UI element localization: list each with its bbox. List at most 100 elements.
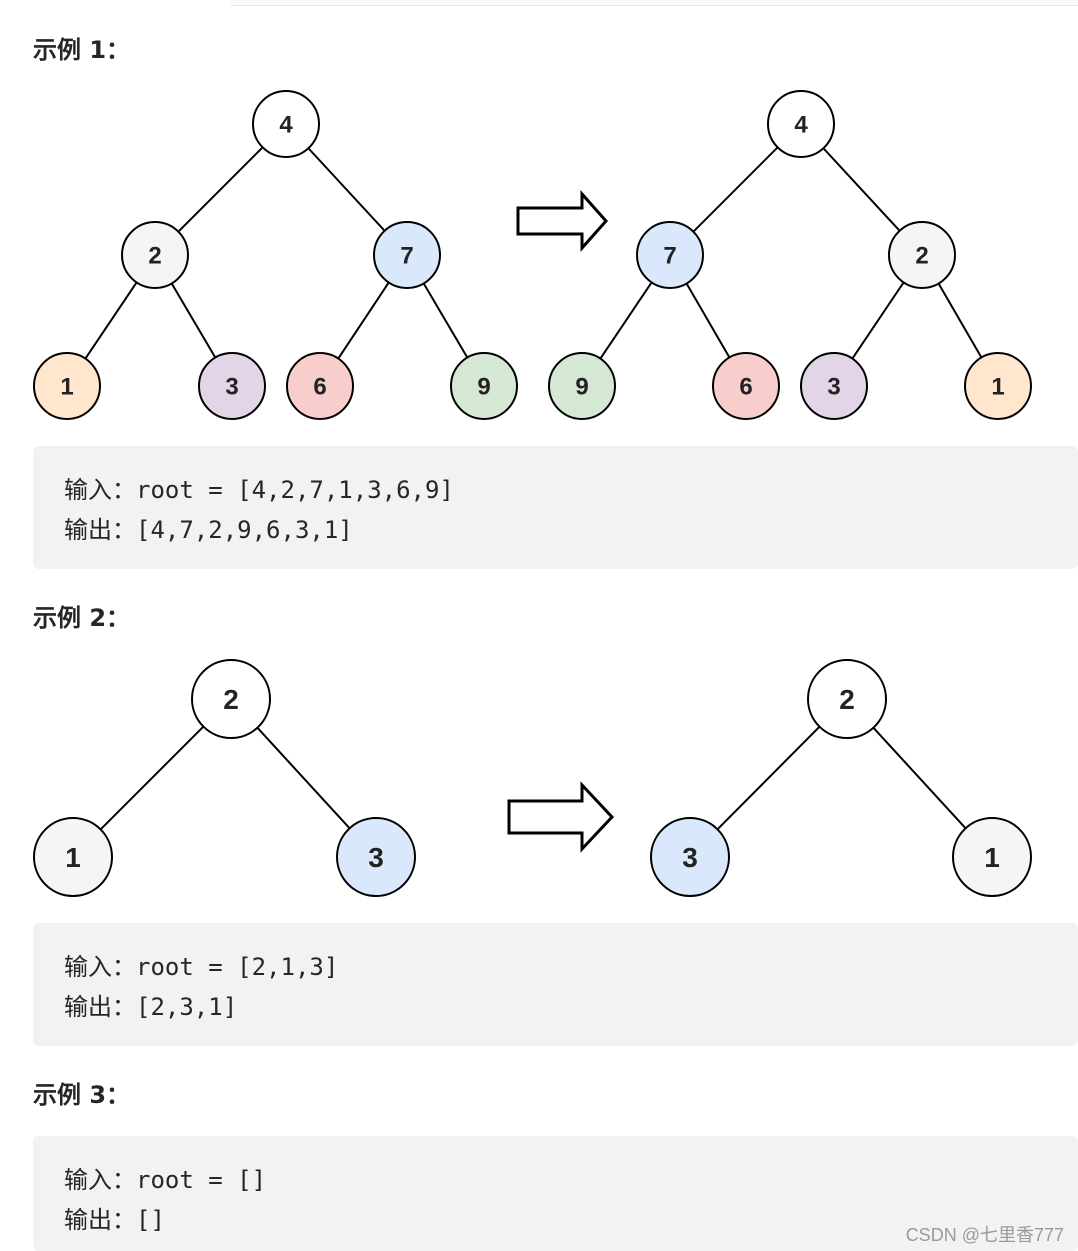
tree-edge xyxy=(307,147,386,232)
input-label: 输入： xyxy=(64,1166,136,1194)
tree-edge xyxy=(599,281,653,360)
tree-node-circle xyxy=(286,352,354,420)
tree-node-circle xyxy=(888,221,956,289)
tree-node-value: 7 xyxy=(400,243,413,270)
tree-edge xyxy=(422,282,469,359)
tree-node-value: 3 xyxy=(682,842,698,873)
tree-node-circle xyxy=(952,817,1032,897)
example-1-heading: 示例 1： xyxy=(33,36,131,64)
tree-node-value: 7 xyxy=(663,243,676,270)
tree-node-value: 1 xyxy=(65,842,81,873)
example-3-input-line: 输入：root = [] xyxy=(64,1160,266,1195)
tree-node: 1 xyxy=(33,352,101,420)
tree-edge xyxy=(170,282,217,359)
output-label: 输出： xyxy=(64,993,136,1021)
tree-edge xyxy=(872,727,967,829)
tree-node: 2 xyxy=(807,659,887,739)
example-1-before-tree: 4 2 7 1 3 6 9 xyxy=(33,90,518,420)
tree-node: 7 xyxy=(373,221,441,289)
tree-node-value: 3 xyxy=(827,374,840,401)
tree-node: 7 xyxy=(636,221,704,289)
tree-edge xyxy=(256,727,351,829)
tree-node-value: 1 xyxy=(60,374,73,401)
tree-node: 1 xyxy=(964,352,1032,420)
example-3-code-block: 输入：root = [] 输出：[] xyxy=(33,1136,1078,1251)
right-arrow-icon xyxy=(516,190,609,252)
tree-node-value: 4 xyxy=(279,112,293,139)
tree-node-circle xyxy=(548,352,616,420)
tree-edge xyxy=(337,281,390,360)
tree-node-circle xyxy=(650,817,730,897)
tree-node: 3 xyxy=(198,352,266,420)
tree-node-circle xyxy=(767,90,835,158)
input-value: root = [] xyxy=(136,1166,267,1194)
tree-node: 3 xyxy=(650,817,730,897)
tree-node: 2 xyxy=(191,659,271,739)
tree-edge xyxy=(177,146,264,233)
tree-node: 2 xyxy=(888,221,956,289)
example-1-code-block: 输入：root = [4,2,7,1,3,6,9] 输出：[4,7,2,9,6,… xyxy=(33,446,1078,569)
output-label: 输出： xyxy=(64,516,136,544)
tree-node: 4 xyxy=(767,90,835,158)
tree-node: 9 xyxy=(548,352,616,420)
watermark: CSDN @七里香777 xyxy=(905,1225,1064,1245)
tree-node-circle xyxy=(450,352,518,420)
tree-node-value: 9 xyxy=(477,374,490,401)
tree-node-circle xyxy=(121,221,189,289)
tree-node: 6 xyxy=(286,352,354,420)
input-label: 输入： xyxy=(64,476,136,504)
example-2-heading: 示例 2： xyxy=(33,604,131,632)
example-2-input-line: 输入：root = [2,1,3] xyxy=(64,947,338,982)
tree-node-value: 9 xyxy=(575,374,588,401)
tree-node-value: 4 xyxy=(794,112,808,139)
tree-node-value: 6 xyxy=(313,374,326,401)
tree-node-circle xyxy=(191,659,271,739)
output-value: [] xyxy=(136,1206,165,1234)
tree-node-circle xyxy=(712,352,780,420)
example-2-after-tree: 2 3 1 xyxy=(650,659,1032,897)
tree-edge xyxy=(851,281,905,360)
right-arrow-icon xyxy=(507,781,615,853)
tree-node-value: 6 xyxy=(739,374,752,401)
tree-node: 1 xyxy=(33,817,113,897)
tree-node-circle xyxy=(964,352,1032,420)
tree-node-circle xyxy=(336,817,416,897)
tree-node-circle xyxy=(800,352,868,420)
top-divider xyxy=(231,0,1078,6)
example-1-output-line: 输出：[4,7,2,9,6,3,1] xyxy=(64,510,353,545)
tree-node-value: 2 xyxy=(915,243,928,270)
tree-node-circle xyxy=(33,352,101,420)
tree-node-value: 3 xyxy=(368,842,384,873)
tree-node-value: 2 xyxy=(223,684,239,715)
output-value: [4,7,2,9,6,3,1] xyxy=(136,516,353,544)
tree-node: 1 xyxy=(952,817,1032,897)
tree-node-circle xyxy=(807,659,887,739)
tree-edge xyxy=(692,146,779,233)
example-2-before-tree: 2 1 3 xyxy=(33,659,416,897)
example-2-output-line: 输出：[2,3,1] xyxy=(64,987,237,1022)
output-value: [2,3,1] xyxy=(136,993,238,1021)
tree-node-circle xyxy=(198,352,266,420)
tree-node: 2 xyxy=(121,221,189,289)
tree-edge xyxy=(685,283,731,358)
tree-node: 6 xyxy=(712,352,780,420)
tree-node: 9 xyxy=(450,352,518,420)
tree-edge xyxy=(822,147,901,232)
example-3-output-line: 输出：[] xyxy=(64,1200,165,1235)
tree-node-value: 2 xyxy=(148,243,161,270)
output-label: 输出： xyxy=(64,1206,136,1234)
tree-node: 3 xyxy=(800,352,868,420)
input-value: root = [2,1,3] xyxy=(136,953,339,981)
example-3-heading: 示例 3： xyxy=(33,1081,131,1109)
tree-node: 3 xyxy=(336,817,416,897)
tree-edge xyxy=(99,725,205,831)
tree-node-value: 3 xyxy=(225,374,238,401)
tree-node: 4 xyxy=(252,90,320,158)
tree-node-circle xyxy=(373,221,441,289)
input-value: root = [4,2,7,1,3,6,9] xyxy=(136,476,454,504)
tree-node-value: 1 xyxy=(991,374,1004,401)
example-2-code-block: 输入：root = [2,1,3] 输出：[2,3,1] xyxy=(33,923,1078,1046)
example-1-after-tree: 4 7 2 9 6 3 1 xyxy=(548,90,1032,420)
example-1-input-line: 输入：root = [4,2,7,1,3,6,9] xyxy=(64,470,454,505)
